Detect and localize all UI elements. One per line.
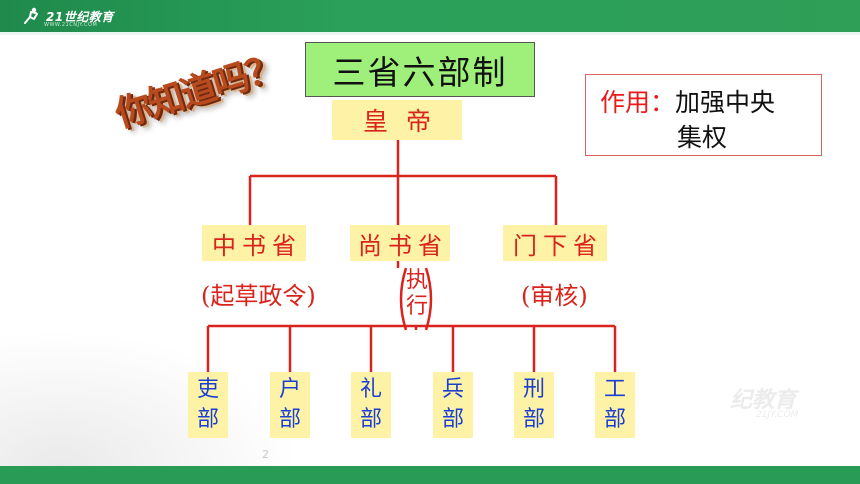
header-divider (0, 32, 860, 35)
effect-text-line1: 加强中央 (675, 88, 776, 117)
watermark-sub: 21JY.COM (756, 410, 799, 420)
ministry-name: 户 (278, 377, 301, 402)
footer-bar (0, 466, 860, 484)
ministry-rites: 礼 部 (351, 372, 391, 438)
ministry-name: 工 (603, 377, 626, 402)
effect-callout-box (585, 74, 822, 156)
ministry-war: 兵 部 (433, 372, 473, 438)
background-decoration (0, 330, 300, 466)
header-bar: 21世纪教育 WWW.21CNJY.COM (0, 0, 860, 32)
ministry-name: 刑 (522, 377, 545, 402)
effect-label: 作用 (600, 88, 651, 117)
role-execute: 执行 (406, 268, 429, 319)
watermark: 纪教育 (730, 388, 797, 413)
ministry-suffix: 部 (196, 407, 219, 432)
page-number: 2 (262, 448, 269, 461)
logo-text: 21世纪教育 (46, 9, 114, 24)
department-zhongshu: 中书省 (202, 225, 306, 261)
role-review: (审核) (521, 282, 588, 310)
ministry-suffix: 部 (522, 407, 545, 432)
ministry-suffix: 部 (278, 407, 301, 432)
page-title: 三省六部制 (332, 52, 508, 92)
ministry-suffix: 部 (441, 407, 464, 432)
emperor-node: 皇帝 (332, 100, 462, 140)
role-drafting: (起草政令) (201, 282, 316, 310)
site-logo[interactable]: 21世纪教育 (22, 6, 114, 26)
ministry-suffix: 部 (603, 407, 626, 432)
ministry-name: 兵 (441, 377, 464, 402)
effect-colon: ： (650, 88, 676, 117)
ministry-name: 礼 (359, 377, 382, 402)
logo-subtext: WWW.21CNJY.COM (44, 22, 98, 28)
effect-line-1: 作用：加强中央 (600, 83, 775, 119)
ministry-works: 工 部 (595, 372, 635, 438)
runner-logo-icon (24, 7, 38, 24)
ministry-revenue: 户 部 (270, 372, 310, 438)
department-shangshu: 尚书省 (350, 225, 450, 261)
ministry-suffix: 部 (359, 407, 382, 432)
ministry-justice: 刑 部 (514, 372, 554, 438)
effect-text-line2: 集权 (677, 123, 728, 152)
title-box: 三省六部制 (305, 42, 535, 97)
ministry-name: 吏 (196, 377, 219, 402)
department-menxia: 门下省 (503, 225, 607, 261)
ministry-personnel: 吏 部 (188, 372, 228, 438)
